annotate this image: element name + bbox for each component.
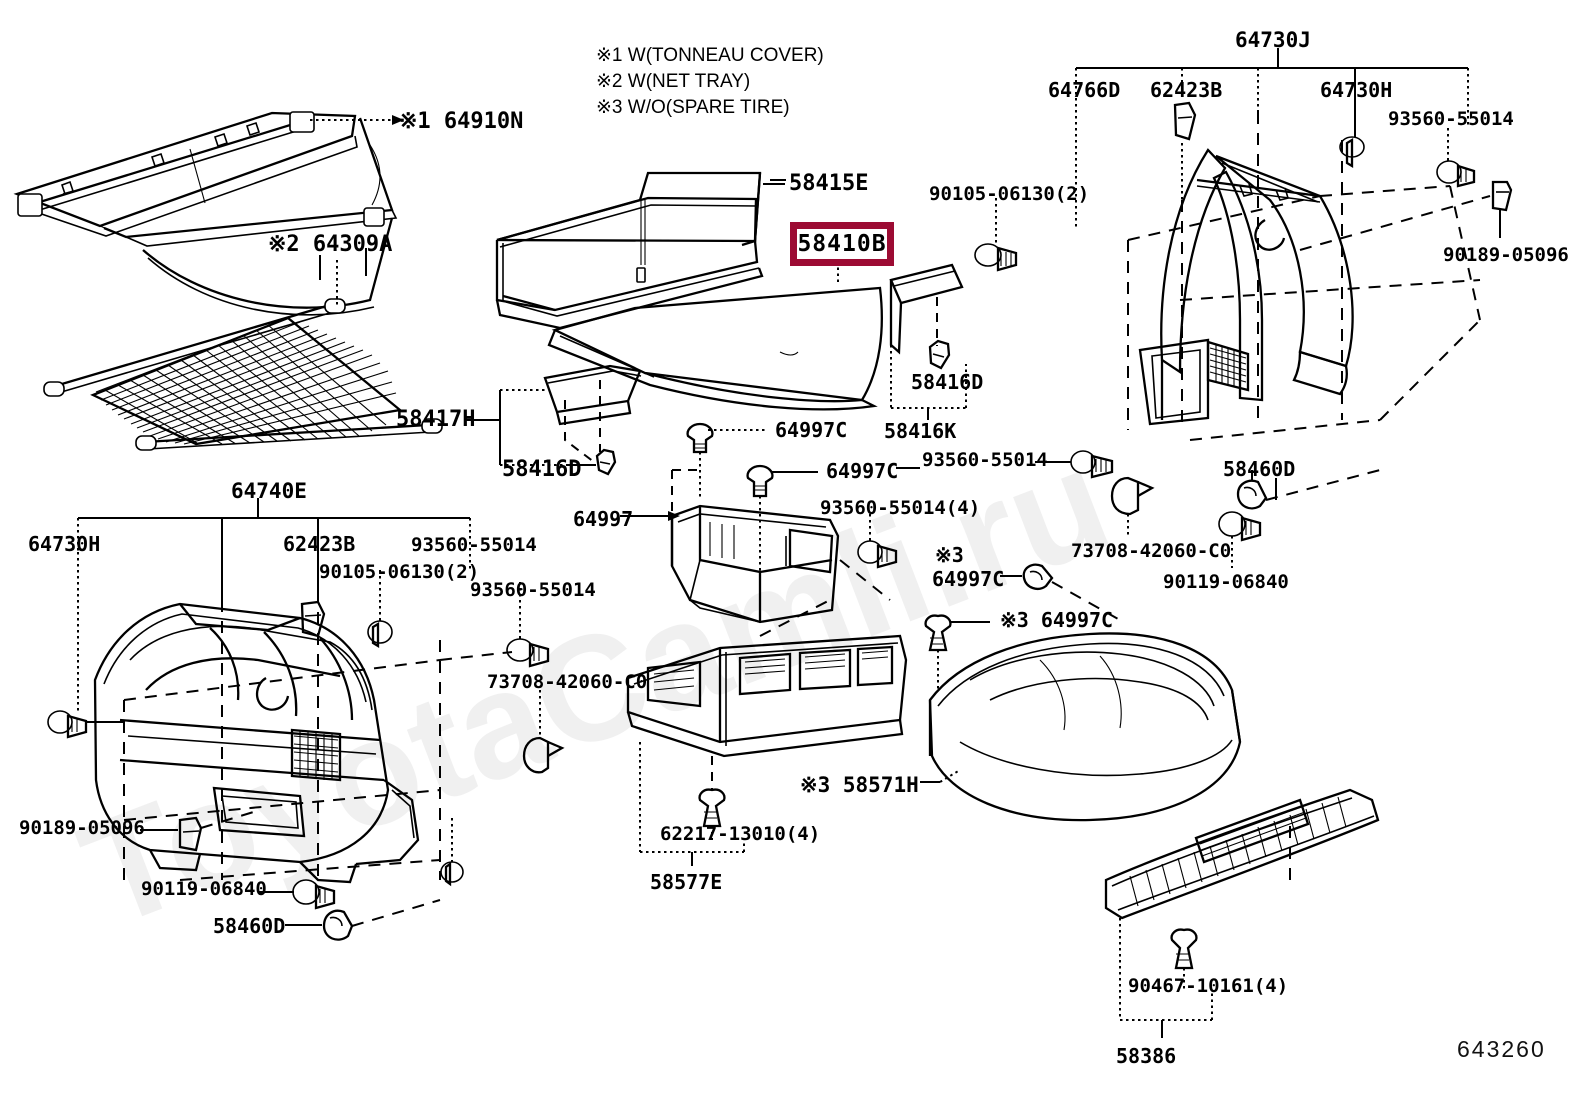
part-number-label[interactable]: 93560-55014 [1388,108,1514,130]
part-number-label[interactable]: 90189-05096 [1443,244,1569,266]
leader-lines [319,179,1277,500]
part-illustration-58410b [547,245,883,411]
part-number-label[interactable]: ※2 64309A [268,232,393,257]
part-number-label[interactable]: 58386 [1116,1044,1177,1068]
part-number-label[interactable]: ※3 [935,543,964,567]
part-number-label[interactable]: 64997C [826,459,899,483]
part-number-label[interactable]: 58416D [911,370,984,394]
part-number-label[interactable]: 58417H [396,407,476,432]
part-illustration-58577e [626,599,908,866]
legend-line-1: ※1 W(TONNEAU COVER) [596,45,824,66]
part-number-label[interactable]: 64997C [775,418,848,442]
fasteners-mid-right [1035,450,1381,568]
part-number-label[interactable]: ※1 64910N [399,109,524,134]
part-number-label[interactable]: 58415E [789,171,869,196]
part-number-label[interactable]: 73708-42060-C0 [1071,540,1232,562]
part-illustration-58416k [889,263,967,420]
legend-line-3: ※3 W/O(SPARE TIRE) [596,97,790,118]
part-illustration-64730h-right [1127,112,1513,441]
part-number-label[interactable]: 73708-42060-C0 [487,671,648,693]
highlighted-part-number-58410b[interactable]: 58410B [790,222,894,266]
part-illustration-58571h [920,563,1242,822]
part-number-label[interactable]: 64740E [231,479,307,503]
part-number-label[interactable]: 90467-10161(4) [1128,975,1289,997]
part-number-label[interactable]: ※3 58571H [800,773,919,797]
part-number-label[interactable]: 90119-06840 [1163,571,1289,593]
part-number-label[interactable]: 93560-55014(4) [820,497,981,519]
part-illustration-64740e [47,552,565,941]
bracket-64730j [1075,48,1476,230]
part-number-label[interactable]: 62217-13010(4) [660,823,821,845]
part-number-label[interactable]: 93560-55014 [922,449,1048,471]
fastener-90105-06130 [974,198,1018,272]
figure-id: 643260 [1457,1036,1546,1062]
part-number-label[interactable]: 58460D [213,914,286,938]
part-number-label[interactable]: 62423B [1150,78,1223,102]
part-number-label[interactable]: 62423B [283,532,356,556]
part-number-label[interactable]: 90119-06840 [141,878,267,900]
part-number-label[interactable]: 90105-06130(2) [929,183,1090,205]
part-number-label[interactable]: ※3 64997C [1000,608,1114,632]
part-number-label[interactable]: 58416K [884,419,957,443]
part-number-label[interactable]: 93560-55014 [470,579,596,601]
bracket-64740e [77,498,471,600]
part-number-label[interactable]: 93560-55014 [411,534,537,556]
part-number-label[interactable]: 64730H [1320,78,1393,102]
part-illustration-64910n [13,111,404,316]
part-number-label[interactable]: 64730H [28,532,101,556]
part-number-label[interactable]: 64766D [1048,78,1121,102]
part-illustration-58417h [466,364,642,476]
part-number-label[interactable]: 90105-06130(2) [319,561,480,583]
part-number-label[interactable]: 64997 [573,507,634,531]
highlight-label: 58410B [797,231,887,257]
part-illustration-64997 [620,422,898,624]
part-number-label[interactable]: 64730J [1235,28,1311,52]
part-illustration-58415e [495,171,785,330]
legend-line-2: ※2 W(NET TRAY) [596,71,751,92]
part-number-label[interactable]: 58577E [650,870,723,894]
part-number-label[interactable]: 58416D [502,457,582,482]
part-number-label[interactable]: 58460D [1223,457,1296,481]
part-number-label[interactable]: 64997C [932,567,1005,591]
part-illustration-58386 [1104,788,1380,1038]
part-illustration-64309a [43,260,443,451]
part-number-label[interactable]: 90189-05096 [19,817,145,839]
